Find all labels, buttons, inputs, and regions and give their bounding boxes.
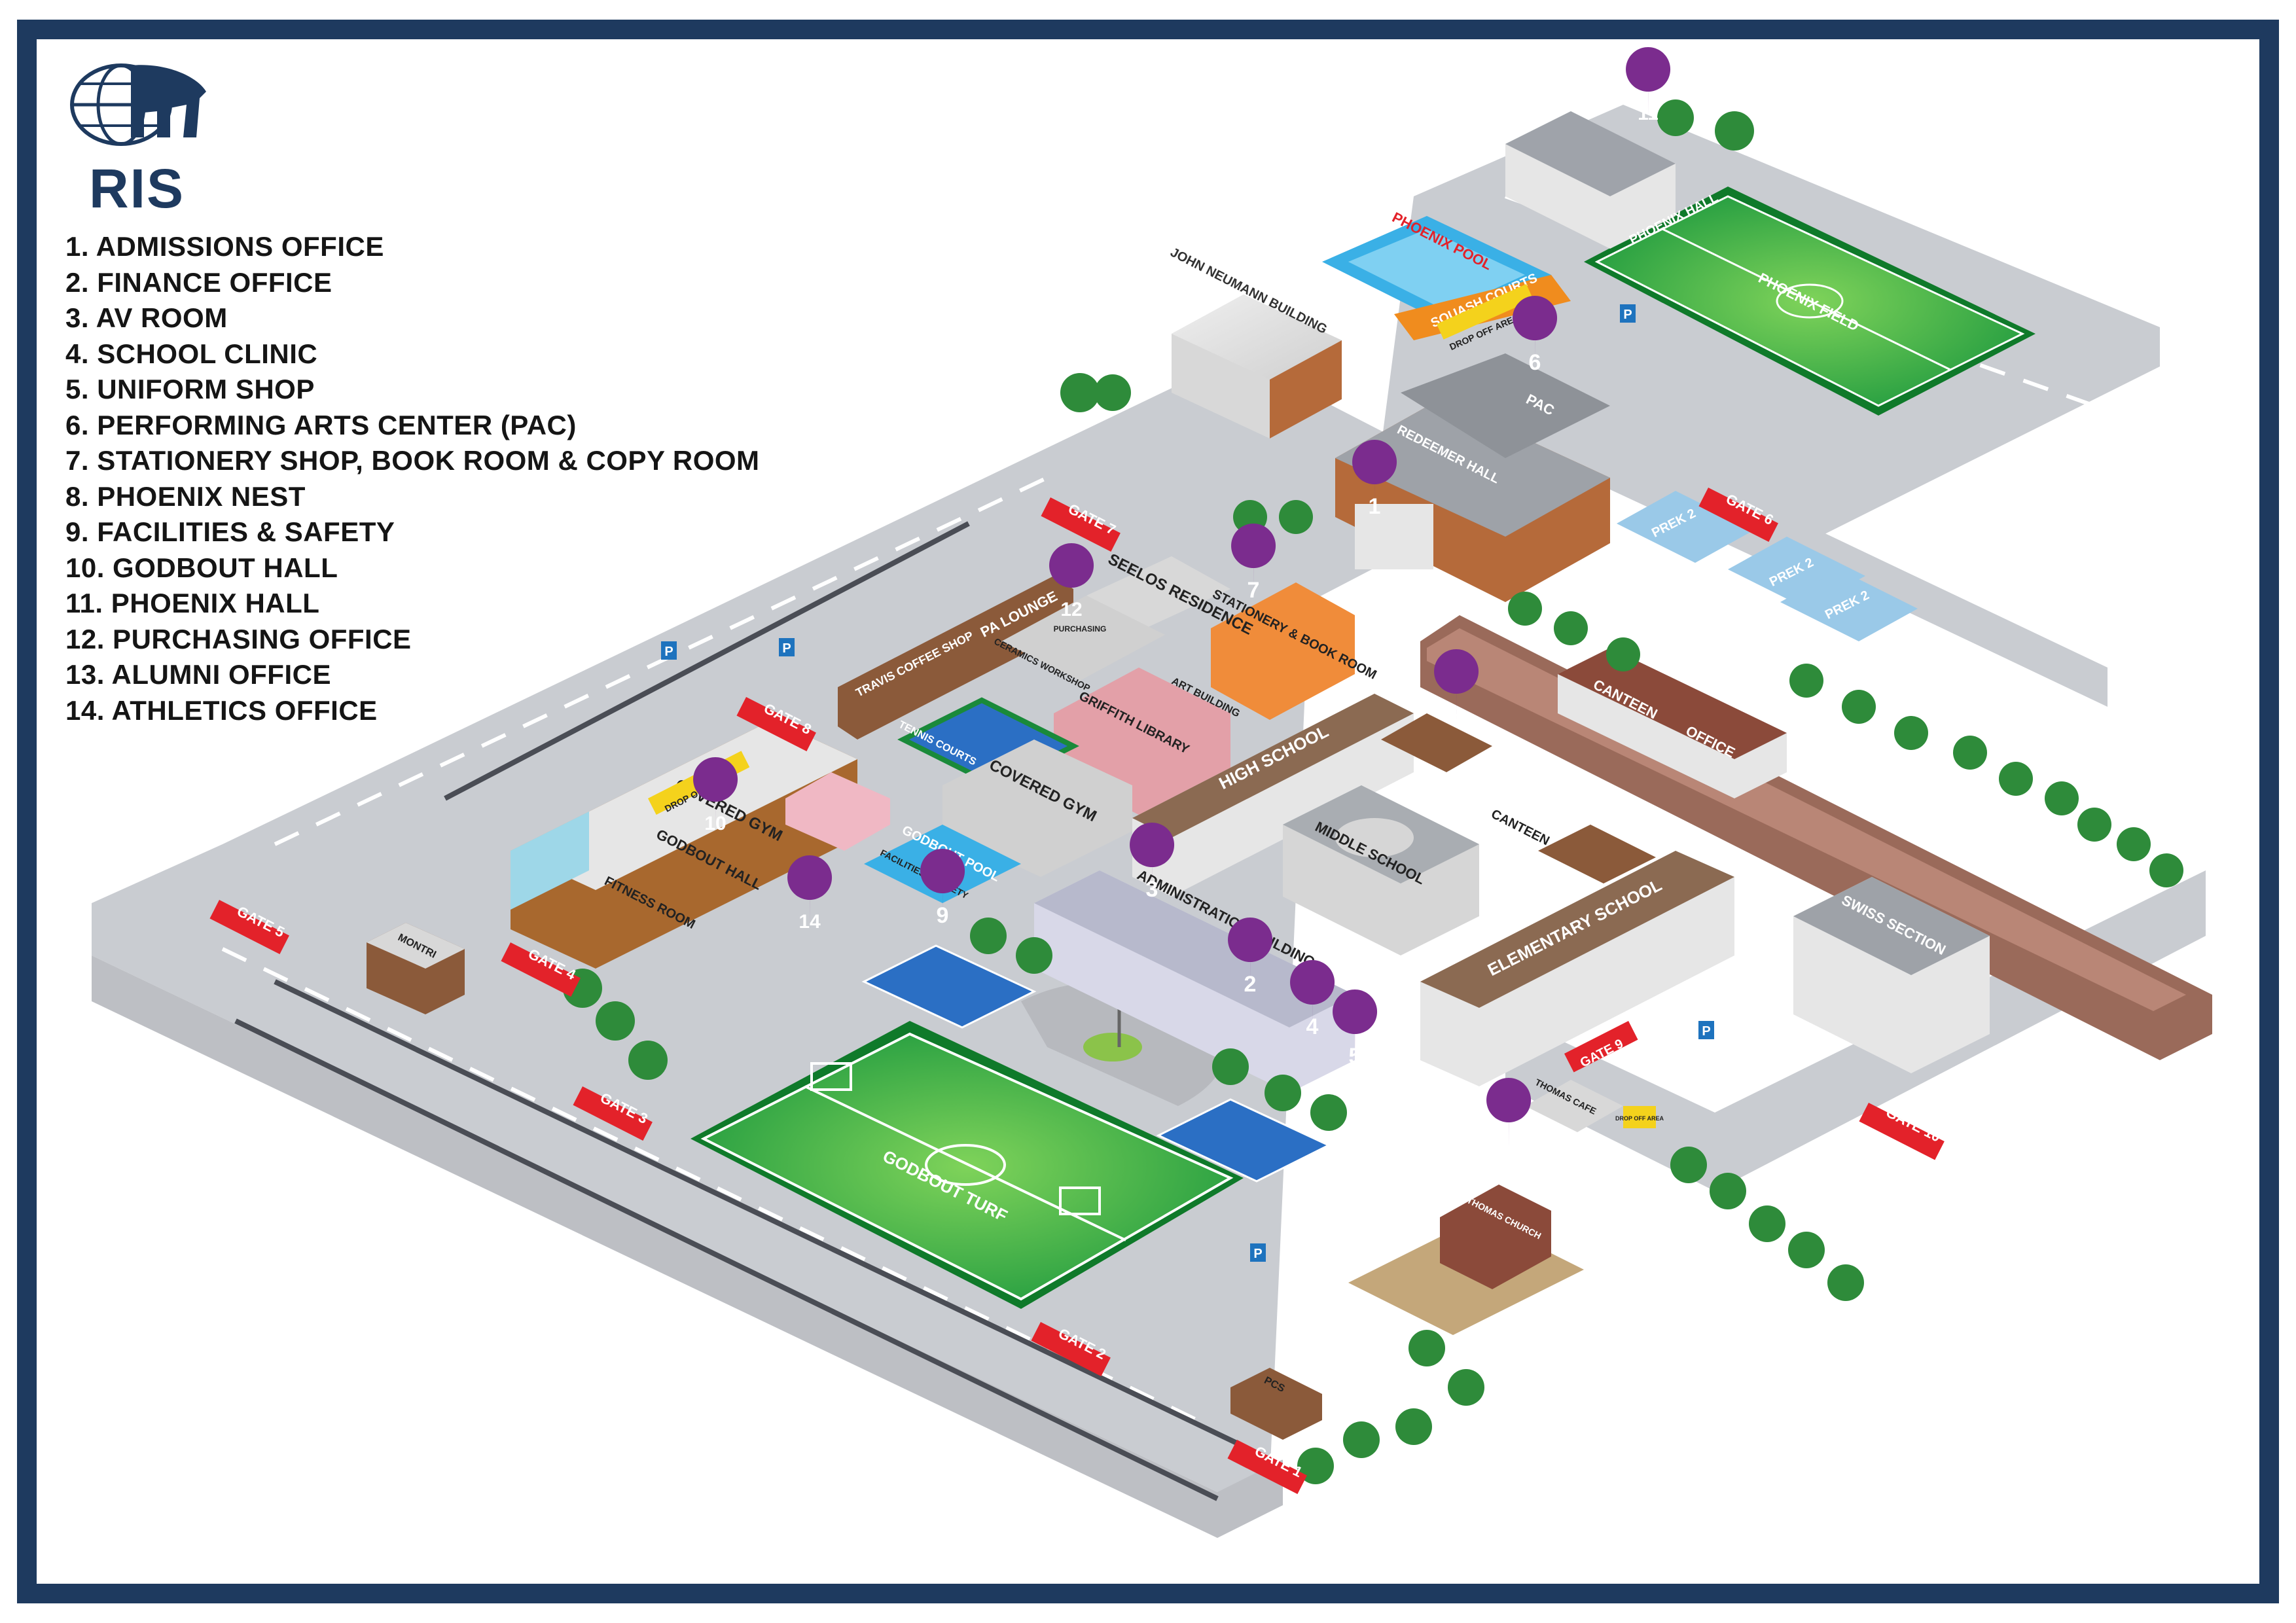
gate-10[interactable]: GATE 10 <box>1859 1102 1945 1160</box>
location-markers: 1 2 3 4 5 6 7 8 9 10 11 12 13 14 <box>693 47 1671 1155</box>
pcs-building: PCS <box>1230 1368 1322 1440</box>
legend-list: 1. ADMISSIONS OFFICE 2. FINANCE OFFICE 3… <box>65 229 760 728</box>
globe-icon <box>70 63 206 146</box>
trees <box>563 99 2183 1484</box>
svg-text:P: P <box>1253 1247 1262 1261</box>
marker-5-number: 5 <box>1349 1044 1361 1069</box>
phoenix-hall-building: PHOENIX HALL <box>1505 111 1721 249</box>
pac-redeemer-hall: PAC REDEEMER HALL <box>1335 353 1610 602</box>
legend-item: 3. AV ROOM <box>65 302 228 333</box>
parking-icon: P <box>1620 304 1636 323</box>
marker-13[interactable]: 13 <box>1486 1078 1532 1155</box>
drop-off-area-label: DROP OFF AREA <box>1615 1115 1664 1122</box>
goal-icon <box>1059 1186 1101 1215</box>
phoenix-field: PHOENIX FIELD <box>1584 187 2036 416</box>
marker-1-number: 1 <box>1369 494 1381 519</box>
marker-7[interactable]: 7 <box>1231 524 1276 603</box>
svg-text:P: P <box>1702 1024 1710 1039</box>
canteen-office: CANTEEN OFFICE <box>1558 648 1787 798</box>
legend-item: 4. SCHOOL CLINIC <box>65 338 318 369</box>
prek-buildings: PREK 2 PREK 2 PREK 2 <box>1617 491 1918 641</box>
legend-item: 10. GODBOUT HALL <box>65 552 338 583</box>
ris-logo: RIS <box>65 59 223 219</box>
marker-2-number: 2 <box>1244 972 1257 997</box>
marker-10[interactable]: 10 <box>693 757 738 834</box>
church-cafe-block: THOMAS CAFE DROP OFF AREA ST. THOMAS CHU… <box>1348 1077 1664 1335</box>
parking-icon: P <box>1698 1021 1714 1039</box>
covered-gym-center: COVERED GYM <box>942 740 1132 877</box>
high-school-building: HIGH SCHOOL <box>1132 694 1414 897</box>
middle-school-building: MIDDLE SCHOOL <box>1283 785 1479 955</box>
pavilion <box>785 772 890 851</box>
basketball-courts <box>861 944 1331 1183</box>
canteen-label: CANTEEN <box>1489 807 1552 848</box>
legend-item: 2. FINANCE OFFICE <box>65 266 332 298</box>
svg-text:P: P <box>782 641 791 656</box>
marker-5[interactable]: 5 <box>1333 990 1378 1069</box>
marker-12-number: 12 <box>1060 599 1082 620</box>
parking-icon: P <box>661 641 677 660</box>
marker-4[interactable]: 4 <box>1290 960 1335 1039</box>
marker-9[interactable]: 9 <box>920 849 965 928</box>
svg-text:P: P <box>1623 308 1632 322</box>
parking-icon: P <box>779 638 795 656</box>
marker-11[interactable]: 11 <box>1626 47 1671 124</box>
legend-item: 14. ATHLETICS OFFICE <box>65 694 378 726</box>
purchasing-label: PURCHASING <box>1054 624 1107 633</box>
swiss-section-building: SWISS SECTION <box>1793 877 1990 1073</box>
marker-13-number: 13 <box>1498 1133 1519 1155</box>
marker-3[interactable]: 3 <box>1130 823 1175 902</box>
marker-8-number: 8 <box>1450 704 1463 728</box>
godbout-turf: GODBOUT TURF <box>691 1021 1244 1309</box>
legend-item: 13. ALUMNI OFFICE <box>65 659 331 690</box>
parking-icon: P <box>1250 1243 1266 1262</box>
marker-12[interactable]: 12 <box>1049 543 1094 620</box>
marker-11-number: 11 <box>1638 103 1659 124</box>
marker-6[interactable]: 6 <box>1513 296 1558 375</box>
seelos-stationery: SEELOS RESIDENCE STATIONERY & BOOK ROOM <box>1086 550 1379 720</box>
legend-item: 1. ADMISSIONS OFFICE <box>65 231 384 262</box>
legend-item: 12. PURCHASING OFFICE <box>65 623 412 654</box>
legend-item: 6. PERFORMING ARTS CENTER (PAC) <box>65 409 577 440</box>
marker-10-number: 10 <box>704 813 726 834</box>
marker-6-number: 6 <box>1529 350 1541 375</box>
marker-7-number: 7 <box>1247 578 1260 603</box>
svg-text:P: P <box>664 645 673 659</box>
marker-8[interactable]: 8 <box>1434 649 1479 728</box>
marker-1[interactable]: 1 <box>1352 440 1397 519</box>
marker-2[interactable]: 2 <box>1228 918 1273 997</box>
legend-item: 8. PHOENIX NEST <box>65 480 306 512</box>
legend-item: 7. STATIONERY SHOP, BOOK ROOM & COPY ROO… <box>65 445 760 476</box>
parking-signs: P P P P P <box>661 304 1714 1262</box>
marker-14[interactable]: 14 <box>787 855 833 933</box>
legend-item: 11. PHOENIX HALL <box>65 588 320 618</box>
logo-text: RIS <box>89 158 185 219</box>
marker-4-number: 4 <box>1306 1014 1319 1039</box>
marker-14-number: 14 <box>798 911 821 933</box>
marker-3-number: 3 <box>1146 877 1158 902</box>
legend-item: 9. FACILITIES & SAFETY <box>65 516 395 547</box>
goal-icon <box>810 1062 852 1091</box>
marker-9-number: 9 <box>937 903 949 928</box>
montri-building: MONTRI <box>367 923 465 1014</box>
legend-item: 5. UNIFORM SHOP <box>65 374 315 404</box>
